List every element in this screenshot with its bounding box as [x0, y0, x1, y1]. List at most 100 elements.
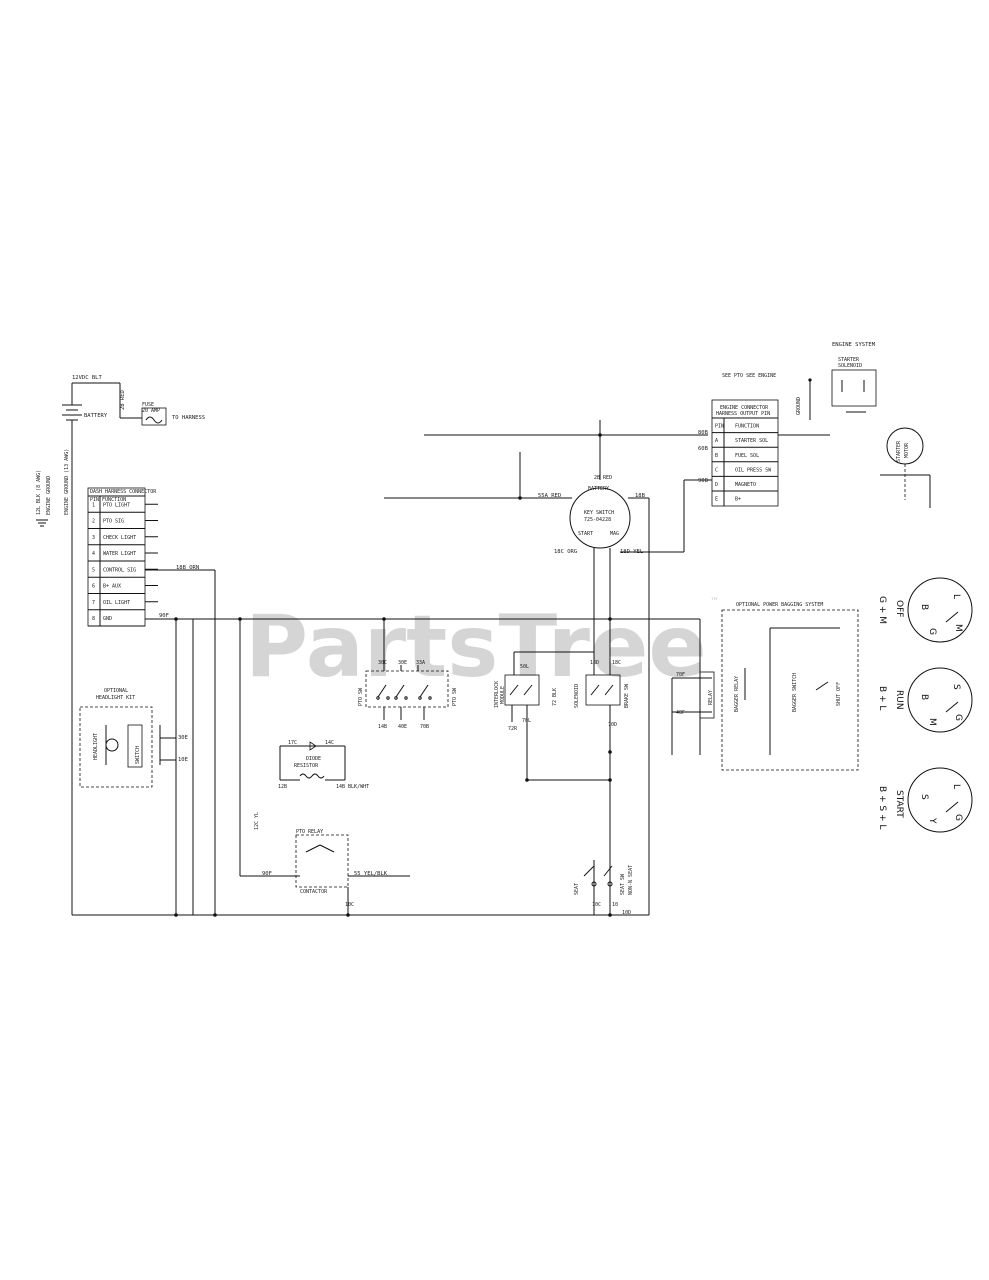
seat-switch-label-1: SEAT: [574, 883, 580, 895]
dash-func-2: PTO SIG: [103, 519, 124, 525]
key-position-code-run: B + L: [877, 686, 887, 710]
key-position-off-icon: [907, 577, 973, 643]
seat-switch-label-3: NON-N SEAT: [628, 865, 634, 895]
key-pin-start-S: S: [919, 794, 929, 800]
seat-switch: SEAT SEAT SW NON-N SEAT 10C 10 10D: [574, 860, 634, 916]
interlock-wire-a: 72R: [508, 726, 518, 732]
bagging-switch-label: BAGGER SWITCH: [792, 673, 798, 712]
bagging-relay-sub: BAGGER RELAY: [734, 676, 740, 712]
pto-wire-2: 30E: [398, 660, 407, 666]
starter-solenoid-label-2: SOLENOID: [838, 363, 862, 369]
key-pin-start-G: G: [953, 814, 963, 821]
pto-switch-label-1: PTO SW: [358, 687, 364, 706]
fuse-sub: 20 AMP: [142, 408, 160, 414]
interlock-wire-b: 70L: [522, 718, 531, 724]
starter-motor-label-1: STARTER: [896, 440, 902, 462]
dash-pin-2: 2: [92, 519, 95, 525]
brake-relay-label: SOLENOID: [574, 684, 580, 708]
interlock-module: 50L 72 BLK 72R 70L INTERLOCK MODULE: [494, 651, 594, 782]
ground-label-2: ENGINE GROUND: [46, 476, 52, 515]
brake-relay: 18D 18C 70D SOLENOID BRAKE SW: [527, 617, 630, 915]
engine-func-3: OIL PRESS SW: [735, 467, 772, 473]
wire-label-18b-orn: 18B ORN: [176, 565, 199, 571]
headlight-lamp-label: HEADLIGHT: [93, 733, 99, 760]
engine-func-5: B+: [735, 497, 741, 503]
engine-func-2: FUEL SOL: [735, 453, 759, 459]
headlight-wire-a: 30E: [178, 735, 188, 741]
pto-contact-2: [395, 684, 405, 698]
interlock-sub: MODULE: [500, 686, 506, 704]
bagging-wire-2: 40F: [676, 710, 685, 716]
brake-relay-wire-r: 18C: [612, 660, 621, 666]
engine-connector-header-1: ENGINE CONNECTOR: [720, 405, 769, 411]
dash-func-8: GND: [103, 616, 112, 622]
key-switch-wire-bl: 18C ORG: [554, 549, 577, 555]
bagging-relay-label: RELAY: [708, 690, 714, 705]
key-switch-icon: [569, 487, 631, 549]
pto-switch: 30C 30E 33A 14B 40E 70B PTO SW PTO SW: [358, 619, 458, 730]
brake-relay-sub: BRAKE SW: [624, 683, 630, 708]
key-pin-start-Y: Y: [927, 817, 937, 824]
battery-section: 12VDC BLT BATTERY 2B RED FUSE 20 AMP TO …: [36, 375, 205, 527]
engine-pin-2: B: [715, 453, 718, 459]
key-position-code-off: G + M: [877, 596, 887, 624]
starter-solenoid-label-1: STARTER: [838, 357, 860, 363]
dash-pin-1: 1: [92, 502, 95, 508]
key-position-code-start: B + S + L: [877, 786, 887, 829]
key-switch: BATTERY KEY SWITCH 725-04228 START MAG 2…: [384, 420, 712, 619]
pto-relay-title: PTO RELAY: [296, 829, 323, 835]
dash-pin-7: 7: [92, 600, 95, 606]
diode-wire-bl: 12B: [278, 784, 287, 790]
diode-circuit: 17C 14C DIODE RESISTOR 12B 14B BLK/WHT: [278, 740, 369, 790]
battery-wire-label: 2B RED: [120, 390, 126, 410]
pto-switch-box: [365, 670, 449, 708]
key-position-run-icon: [907, 667, 973, 733]
dash-func-6: B+ AUX: [103, 584, 121, 590]
dash-connector-header: DASH HARNESS CONNECTOR: [90, 489, 157, 495]
seat-switch-wire-2: 10: [612, 902, 618, 908]
dash-pin-4: 4: [92, 551, 95, 557]
diode-wire-left: 17C: [288, 740, 297, 746]
engine-pin-3: C: [715, 467, 718, 473]
dash-pin-5: 5: [92, 567, 95, 573]
starter-solenoid-icon: [831, 369, 877, 407]
engine-pin-4: D: [715, 482, 718, 488]
battery-label: BATTERY: [84, 413, 108, 419]
key-switch-wire-left: 55A RED: [538, 493, 561, 499]
key-switch-part: 725-04228: [584, 517, 611, 523]
key-switch-title: KEY SWITCH: [584, 510, 614, 516]
dash-connector-subheader: PIN FUNCTION: [90, 497, 126, 503]
pto-wire-1: 30C: [378, 660, 387, 666]
key-position-start-icon: [907, 767, 973, 833]
fuse-icon: [141, 407, 167, 426]
key-pin-off-L: L: [951, 594, 961, 599]
ground-label-3: ENGINE GROUND (13 AWG): [64, 449, 70, 515]
engine-ground-label: GROUND: [796, 397, 802, 415]
pto-wire-3: 33A: [416, 660, 425, 666]
headlight-switch-icon: [127, 724, 143, 768]
key-switch-battery: BATTERY: [588, 486, 609, 492]
key-switch-wire-top: 2B RED: [594, 475, 612, 481]
seat-switch-wire-3: 10D: [622, 910, 631, 916]
bagging-switch-sub: SHUT OFF: [836, 682, 842, 706]
brake-relay-wire-bot: 70D: [608, 722, 617, 728]
pto-relay: PTO RELAY CONTACTOR 90F 55 YEL/BLK 10C 1…: [254, 812, 410, 915]
engine-pin-0: PIN: [715, 424, 724, 430]
dash-pin-3: 3: [92, 535, 95, 541]
power-bagging-box: [721, 609, 859, 771]
seat-switch-wire-1: 10C: [592, 902, 601, 908]
pto-relay-wire-bot: 10C: [345, 902, 354, 908]
brake-relay-box: [585, 674, 621, 706]
key-position-name-start: START: [894, 790, 904, 818]
headlight-switch-label: SWITCH: [135, 746, 141, 764]
engine-func-0: FUNCTION: [735, 424, 759, 430]
engine-connector-header-2: HARNESS OUTPUT PIN: [716, 411, 770, 417]
pto-relay-wire-out: 55 YEL/BLK: [354, 871, 388, 877]
pto-relay-box: [295, 834, 349, 888]
key-switch-mag: MAG: [610, 531, 619, 537]
bagging-wire-1: 70F: [676, 672, 685, 678]
interlock-wire-bot: 72 BLK: [552, 688, 558, 706]
